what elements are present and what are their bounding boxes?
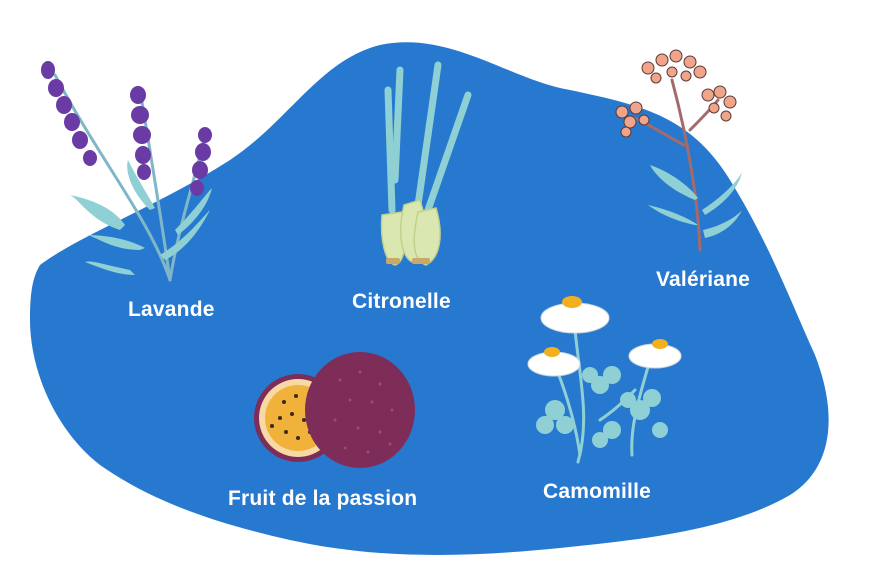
label-valeriane: Valériane <box>656 268 751 291</box>
label-camomille: Camomille <box>543 480 651 503</box>
label-lavande: Lavande <box>128 298 215 321</box>
label-citronelle: Citronelle <box>352 290 451 313</box>
label-fruit-de-la-passion: Fruit de la passion <box>228 487 418 510</box>
